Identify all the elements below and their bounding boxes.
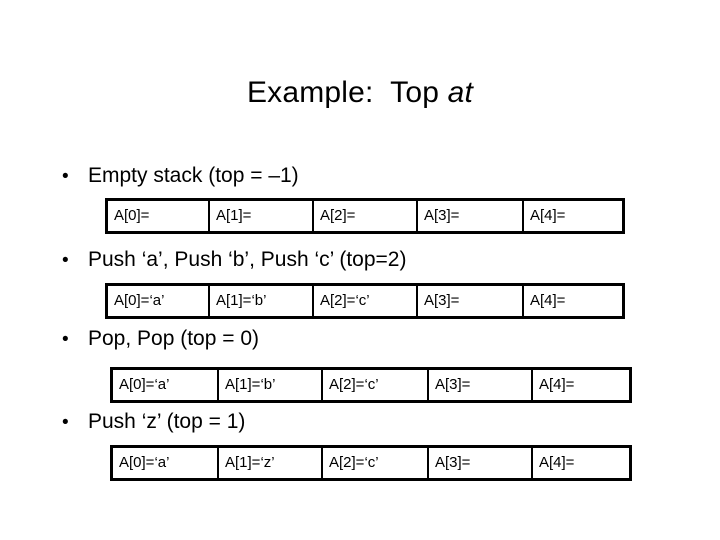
- bullet-item-2: • Push ‘a’, Push ‘b’, Push ‘c’ (top=2): [62, 246, 662, 275]
- stack-array-after-pops: A[0]=‘a’ A[1]=‘b’ A[2]=‘c’ A[3]= A[4]=: [110, 367, 632, 403]
- page-title: Example: Top at: [0, 73, 720, 113]
- stack-cell: A[1]=‘z’: [219, 448, 323, 478]
- page-title-prefix: Example: Top: [246, 76, 448, 109]
- stack-cell: A[0]=‘a’: [113, 448, 219, 478]
- bullet-text-3: Pop, Pop (top = 0): [88, 327, 260, 350]
- bullet-text-1: Empty stack (top = –1): [88, 164, 299, 187]
- bullet-dot-icon: •: [62, 250, 69, 271]
- bullet-dot-icon: •: [62, 329, 69, 350]
- stack-cell: A[2]=: [314, 201, 418, 231]
- stack-array-empty: A[0]= A[1]= A[2]= A[3]= A[4]=: [105, 198, 625, 234]
- stack-cell: A[0]=‘a’: [108, 286, 210, 316]
- stack-cell: A[2]=‘c’: [323, 370, 429, 400]
- stack-cell: A[2]=‘c’: [323, 448, 429, 478]
- stack-cell: A[4]=: [530, 292, 566, 309]
- stack-cell: A[3]=: [418, 201, 524, 231]
- stack-cell: A[0]=‘a’: [113, 370, 219, 400]
- stack-array-after-pushes: A[0]=‘a’ A[1]=‘b’ A[2]=‘c’ A[3]= A[4]=: [105, 283, 625, 319]
- bullet-dot-icon: •: [62, 412, 69, 433]
- bullet-text-4: Push ‘z’ (top = 1): [88, 410, 246, 433]
- stack-cell: A[3]=: [429, 448, 533, 478]
- bullet-item-1: • Empty stack (top = –1): [62, 162, 662, 191]
- stack-cell: A[3]=: [418, 286, 524, 316]
- bullet-text-2: Push ‘a’, Push ‘b’, Push ‘c’ (top=2): [88, 248, 407, 271]
- stack-cell: A[3]=: [429, 370, 533, 400]
- stack-cell: A[0]=: [108, 201, 210, 231]
- bullet-item-4: • Push ‘z’ (top = 1): [62, 408, 662, 437]
- stack-cell: A[1]=: [210, 201, 314, 231]
- stack-array-after-push-z: A[0]=‘a’ A[1]=‘z’ A[2]=‘c’ A[3]= A[4]=: [110, 445, 632, 481]
- stack-cell: A[4]=: [539, 376, 575, 393]
- stack-cell: A[1]=‘b’: [210, 286, 314, 316]
- stack-cell: A[1]=‘b’: [219, 370, 323, 400]
- stack-cell: A[4]=: [530, 207, 566, 224]
- bullet-dot-icon: •: [62, 166, 69, 187]
- stack-cell: A[4]=: [539, 454, 575, 471]
- stack-cell: A[2]=‘c’: [314, 286, 418, 316]
- page-title-italic: at: [447, 76, 474, 109]
- bullet-item-3: • Pop, Pop (top = 0): [62, 325, 662, 354]
